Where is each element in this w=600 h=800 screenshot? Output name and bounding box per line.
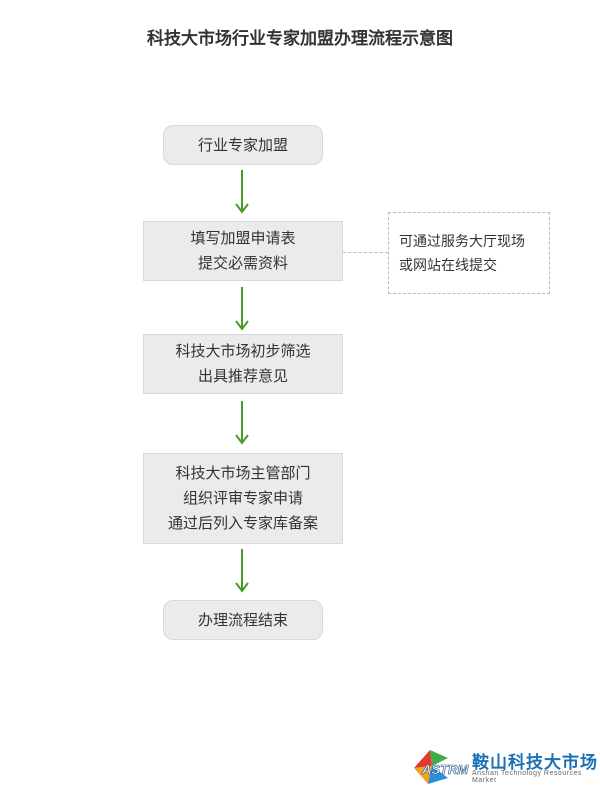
step-line: 科技大市场主管部门 xyxy=(175,465,311,482)
side-note-line: 可通过服务大厅现场 xyxy=(399,233,525,249)
end-node: 办理流程结束 xyxy=(163,600,323,640)
step-line: 出具推荐意见 xyxy=(197,368,288,385)
logo-subtitle: Anshan Technology Resources Market xyxy=(472,770,582,784)
step-line: 填写加盟申请表 xyxy=(190,230,296,247)
arrow-down-icon xyxy=(235,401,249,445)
step-line: 组织评审专家申请 xyxy=(182,490,303,507)
step-line: 提交必需资料 xyxy=(197,255,288,272)
step-line: 通过后列入专家库备案 xyxy=(167,515,318,532)
step-fill-application: 填写加盟申请表 提交必需资料 xyxy=(143,221,343,281)
arrow-down-icon xyxy=(235,287,249,331)
start-node: 行业专家加盟 xyxy=(163,125,323,165)
connector-dashed-line xyxy=(343,252,388,253)
logo-name: 鞍山科技大市场 xyxy=(472,753,598,772)
arrow-down-icon xyxy=(235,549,249,593)
side-note-line: 或网站在线提交 xyxy=(399,257,497,273)
arrow-down-icon xyxy=(235,170,249,214)
astrm-logo: ASTRM xyxy=(414,750,470,784)
page-title: 科技大市场行业专家加盟办理流程示意图 xyxy=(147,29,453,48)
svg-text:ASTRM: ASTRM xyxy=(421,762,469,777)
step-initial-screening: 科技大市场初步筛选 出具推荐意见 xyxy=(143,334,343,394)
step-expert-review: 科技大市场主管部门 组织评审专家申请 通过后列入专家库备案 xyxy=(143,453,343,544)
start-node-label: 行业专家加盟 xyxy=(197,136,288,154)
side-note: 可通过服务大厅现场 或网站在线提交 xyxy=(388,212,550,294)
step-line: 科技大市场初步筛选 xyxy=(175,343,311,360)
end-node-label: 办理流程结束 xyxy=(197,611,288,629)
